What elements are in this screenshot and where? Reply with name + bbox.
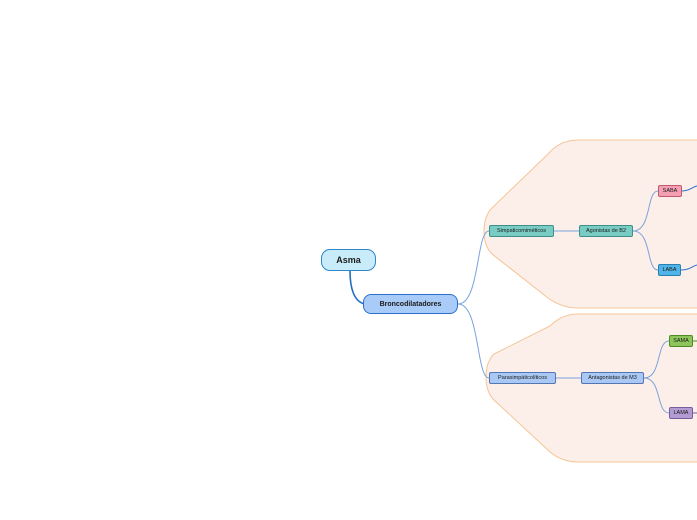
root-node-asma[interactable]: Asma xyxy=(321,249,376,271)
topic-node-parasimpaticoliticos[interactable]: Parasimpáticolíticos xyxy=(489,372,556,384)
topic-node-lama[interactable]: LAMA xyxy=(669,407,693,419)
topic-node-agonistas-b2[interactable]: Agonistas de B2 xyxy=(579,225,633,237)
topic-node-antagonistas-m3[interactable]: Antagonistas de M3 xyxy=(581,372,644,384)
connector-antagonistas-sama xyxy=(643,340,670,379)
connector-saba-stub xyxy=(681,185,697,192)
connector-root-main xyxy=(349,270,366,305)
boundary-simpaticomimeticos xyxy=(483,139,697,309)
topic-node-sama[interactable]: SAMA xyxy=(669,335,693,347)
connector-agonistas-saba xyxy=(632,190,659,232)
connector-antagonistas-lama xyxy=(643,377,670,414)
connector-laba-stub xyxy=(680,264,697,271)
connector-agonistas-laba xyxy=(632,230,659,271)
topic-node-laba[interactable]: LABA xyxy=(658,264,681,276)
topic-node-saba[interactable]: SABA xyxy=(658,185,682,197)
connector-main-simpaticomimeticos xyxy=(457,230,490,305)
boundary-parasimpaticoliticos xyxy=(485,313,697,463)
topic-node-simpaticomimeticos[interactable]: Simpaticomiméticos xyxy=(489,225,554,237)
topic-node-broncodilatadores[interactable]: Broncodilatadores xyxy=(363,294,458,314)
connector-main-parasimpaticoliticos xyxy=(457,303,490,379)
